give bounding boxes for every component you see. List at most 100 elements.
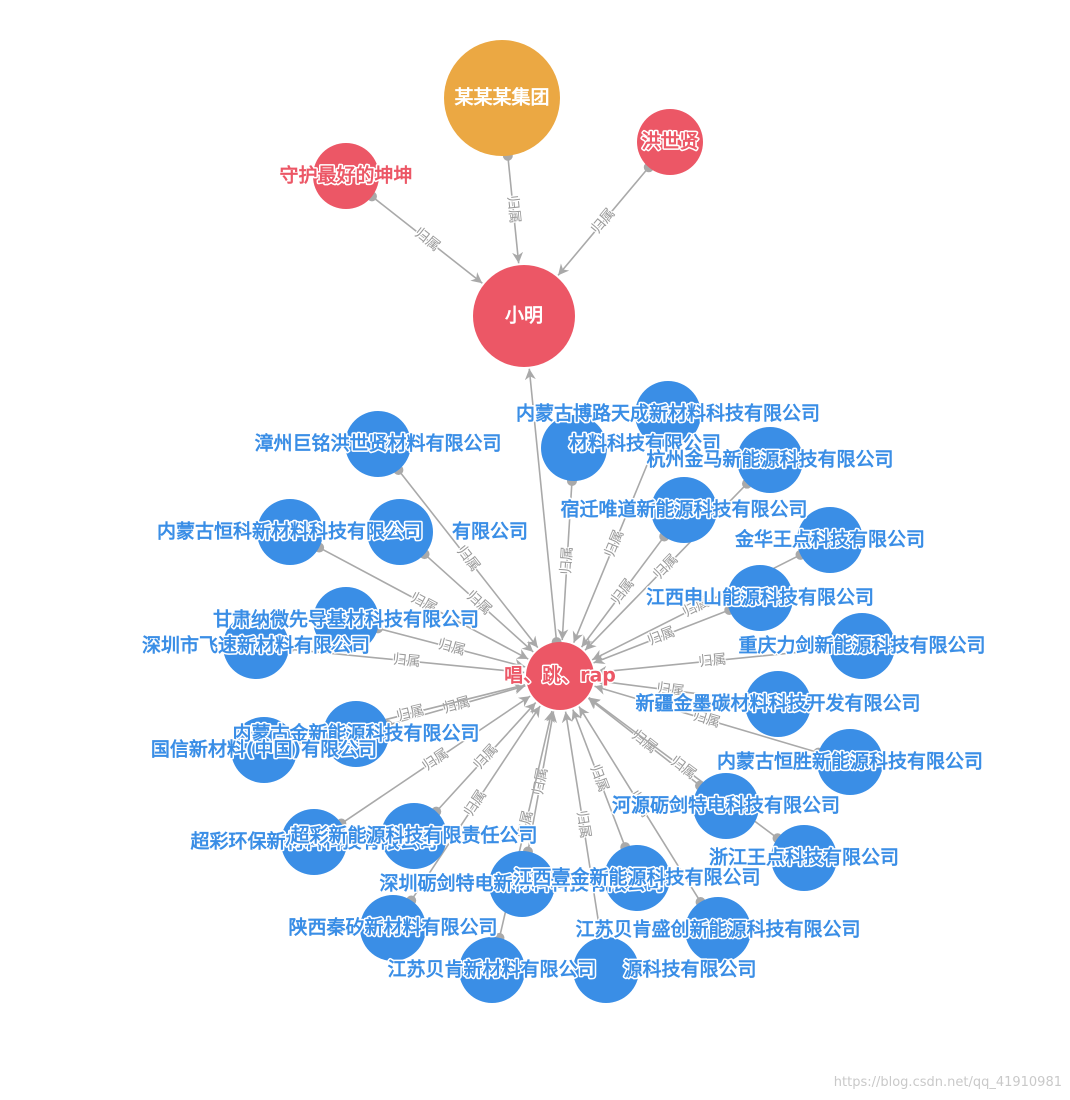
node-c26[interactable] [573, 937, 639, 1003]
edge-label: 归属 [667, 752, 700, 782]
node-c1[interactable] [635, 381, 701, 447]
node-label-c12: 重庆力剑新能源科技有限公司 [738, 634, 985, 657]
node-label-c8: 金华王点科技有限公司 [734, 528, 925, 551]
node-c18[interactable] [281, 809, 347, 875]
edge-c10-hub [377, 627, 526, 670]
edge-hong-xm [557, 166, 650, 276]
edge-group-xm [507, 155, 524, 264]
node-c10[interactable] [313, 587, 379, 653]
node-c19[interactable] [381, 803, 447, 869]
node-label-c4: 杭州金马新能源科技有限公司 [646, 448, 893, 471]
edge-label: 归属 [645, 623, 677, 649]
node-xm[interactable] [473, 265, 575, 367]
node-c4[interactable] [737, 427, 803, 493]
node-label-c3: 材料科技有限公司 [569, 432, 721, 455]
node-label-c9: 江西申山能源科技有限公司 [646, 586, 874, 609]
edge-c3-hub [557, 480, 573, 641]
node-label-c25: 江苏贝肯新材料有限公司 [387, 958, 596, 981]
node-c9[interactable] [727, 565, 793, 631]
node-hong[interactable] [637, 109, 703, 175]
watermark: https://blog.csdn.net/qq_41910981 [833, 1075, 1062, 1090]
edge-label: 归属 [698, 651, 728, 671]
edge-c16-hub [594, 684, 819, 754]
edge-label: 归属 [601, 527, 627, 559]
edge-c26-hub [561, 711, 602, 938]
node-c23[interactable] [360, 895, 426, 961]
edge-label: 归属 [392, 651, 422, 671]
edge-c23-hub [410, 705, 541, 901]
edge-guard-xm [371, 195, 483, 284]
node-label-c6: 内蒙古恒科新材料科技有限公司 [157, 520, 423, 543]
edge-c4-hub [584, 483, 748, 651]
edge-c24-hub [578, 706, 702, 903]
node-c2[interactable] [345, 411, 411, 477]
node-c5[interactable] [651, 477, 717, 543]
node-guard[interactable] [313, 143, 379, 209]
edge-c21-hub [527, 711, 557, 852]
edge-label: 归属 [460, 787, 490, 820]
node-label-c2: 漳州巨铭洪世贤材料有限公司 [254, 432, 501, 455]
edge-c5-hub [580, 535, 665, 648]
edge-label: 归属 [453, 542, 484, 575]
node-label-c19: 超彩新能源科技有限责任公司 [289, 824, 537, 847]
node-c21[interactable] [489, 851, 555, 917]
edge-c17-hub [587, 697, 701, 787]
edge-label: 归属 [504, 195, 524, 225]
node-label-c5: 宿迁唯道新能源科技有限公司 [560, 498, 807, 521]
node-label-c11: 深圳市飞速新材料有限公司 [142, 634, 370, 657]
node-c6[interactable] [257, 499, 323, 565]
node-label-c14: 内蒙古金新能源科技有限公司 [232, 722, 479, 745]
node-c25[interactable] [459, 937, 525, 1003]
edge-label: 归属 [411, 224, 444, 255]
node-group[interactable] [444, 40, 560, 156]
node-label-c10: 甘肃纳微先导基材科技有限公司 [213, 608, 479, 631]
edge-c12-hub [595, 648, 830, 677]
edge-c22-hub [571, 709, 626, 848]
node-c12[interactable] [829, 613, 895, 679]
node-label-xm: 小明 [505, 305, 543, 327]
node-label-c17: 河源砺剑特电科技有限公司 [612, 794, 840, 817]
node-label-c20: 浙江王点科技有限公司 [709, 846, 899, 869]
node-c17[interactable] [693, 773, 759, 839]
node-c16[interactable] [817, 729, 883, 795]
node-c8[interactable] [797, 507, 863, 573]
node-c15[interactable] [231, 717, 297, 783]
edge-c18-hub [340, 695, 531, 825]
node-label-c26: 源科技有限公司 [623, 958, 756, 981]
edge-label: 归属 [395, 701, 426, 724]
labels-layer: 某某某集团洪世贤守护最好的坤坤小明唱、跳、rap内蒙古博路天成新材料科技有限公司… [140, 86, 987, 983]
node-label-group: 某某某集团 [454, 86, 549, 109]
node-c24[interactable] [685, 897, 751, 963]
edge-c13-hub [595, 676, 746, 701]
edge-c7-hub [423, 553, 534, 653]
node-label-c21: 深圳砺剑特电新材料科技有限公司 [379, 872, 664, 895]
edge-c14-hub [387, 683, 526, 726]
nodes-layer [223, 40, 895, 1003]
edge-c9-hub [593, 609, 730, 665]
edge-label: 归属 [587, 762, 613, 794]
node-c20[interactable] [771, 825, 837, 891]
node-c3[interactable] [541, 415, 607, 481]
node-label-c18: 超彩环保新材料科技有限公司 [189, 830, 437, 853]
node-label-c15: 国信新材料(中国)有限公司 [151, 738, 377, 761]
edge-c6-hub [318, 546, 529, 660]
edge-c2-hub [397, 469, 539, 649]
node-c7[interactable] [367, 499, 433, 565]
node-label-hub: 唱、跳、rap [504, 664, 616, 687]
edge-label: 归属 [656, 679, 686, 699]
node-hub[interactable] [526, 642, 594, 710]
node-label-c13: 新疆金墨碳材料科技开发有限公司 [635, 692, 920, 715]
node-c22[interactable] [604, 845, 670, 911]
node-c14[interactable] [323, 701, 389, 767]
node-label-c23: 陕西秦矽新材料有限公司 [288, 916, 497, 939]
edge-label: 归属 [419, 745, 452, 775]
node-c11[interactable] [223, 613, 289, 679]
node-c13[interactable] [745, 671, 811, 737]
edge-label: 归属 [557, 546, 576, 575]
edge-label: 归属 [436, 635, 467, 659]
edge-label: 归属 [573, 809, 594, 839]
node-label-c16: 内蒙古恒胜新能源科技有限公司 [717, 750, 983, 773]
node-label-c22: 江西壹金新能源科技有限公司 [513, 866, 760, 889]
edge-c19-hub [435, 702, 537, 813]
